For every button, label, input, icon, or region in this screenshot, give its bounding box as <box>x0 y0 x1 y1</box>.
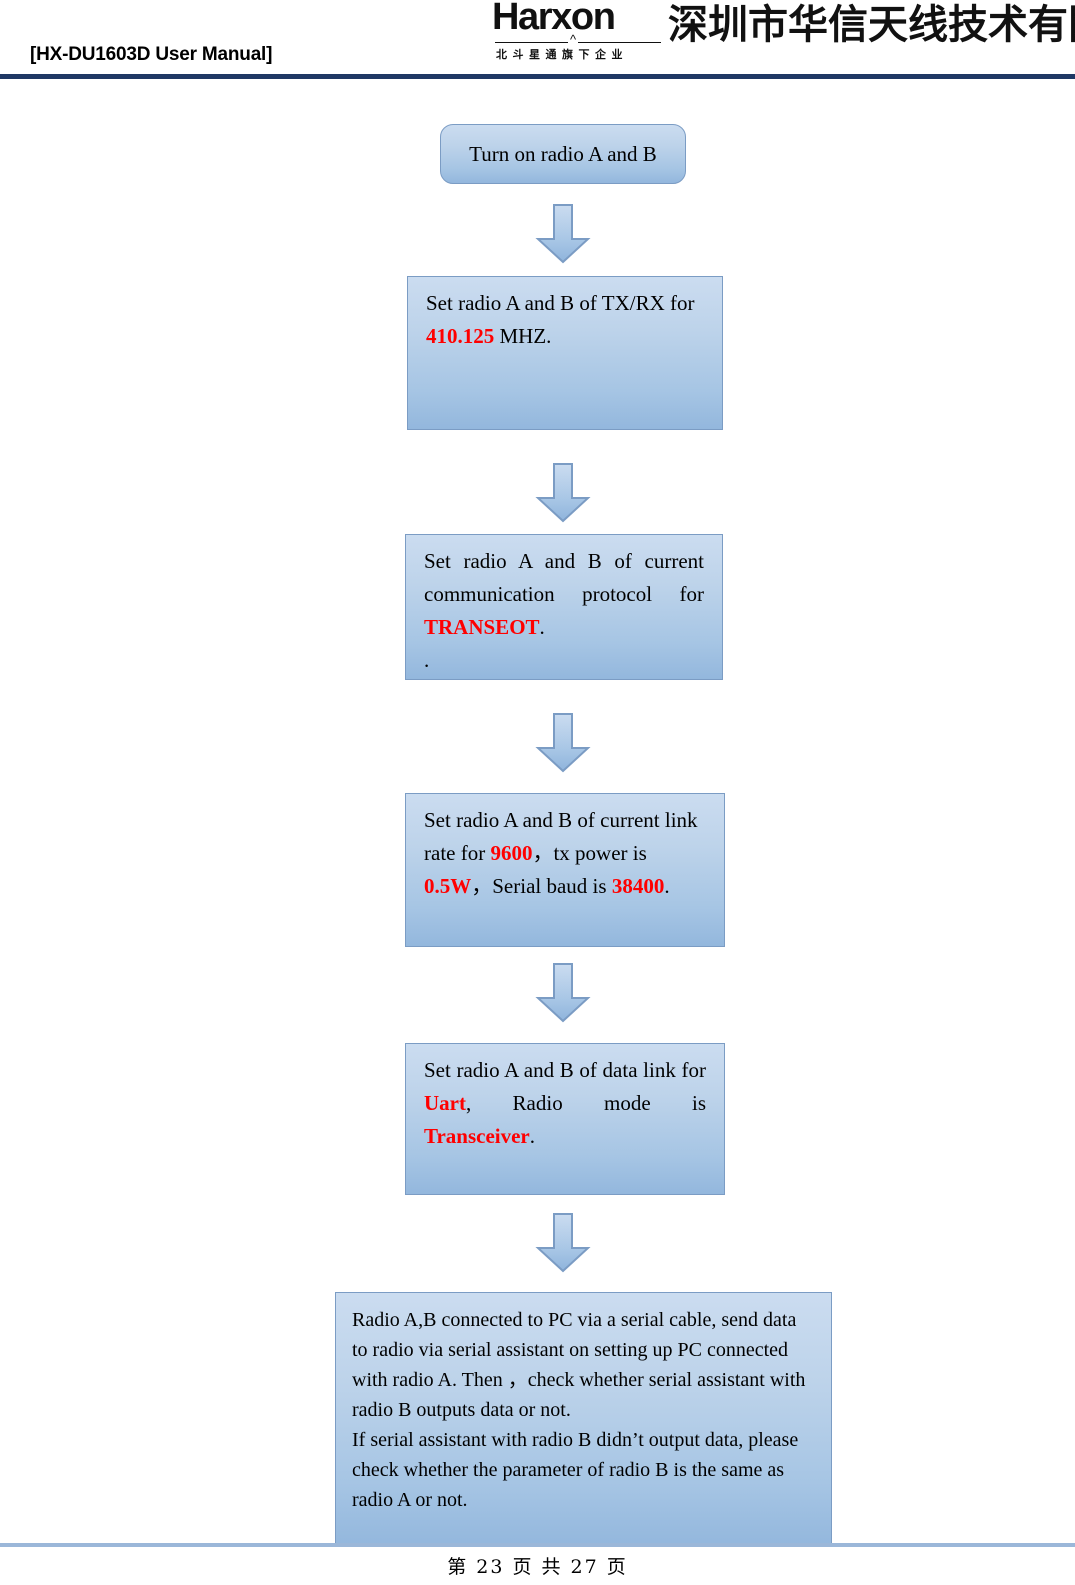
flow-node-line: Turn on radio A and B <box>469 138 657 171</box>
flow-node-text: Turn on radio A and B <box>451 138 675 171</box>
flow-node-text: Set radio A and B of TX/RX for 410.125 M… <box>408 277 722 353</box>
footer-rule-line <box>0 1543 1075 1547</box>
plain-text: Radio A,B connected to PC via a serial c… <box>352 1309 806 1421</box>
flow-node-line: Set radio A and B of data link for Uart,… <box>424 1054 706 1153</box>
plain-text: If serial assistant with radio B didn’t … <box>352 1429 799 1511</box>
highlighted-value: 410.125 <box>426 324 495 348</box>
highlighted-value: 9600 <box>490 841 533 865</box>
flow-node-text: Set radio A and B of current link rate f… <box>406 794 724 903</box>
plain-text: Turn on radio A and B <box>469 141 657 166</box>
flow-node-set-communication-protocol: Set radio A and B of current communicati… <box>405 534 723 680</box>
plain-text: MHZ. <box>494 324 552 348</box>
plain-text: . <box>539 615 545 639</box>
highlighted-value: 38400 <box>611 874 665 898</box>
plain-text: , Radio mode is <box>465 1091 706 1115</box>
header-rule-line <box>0 74 1075 79</box>
logo-wordmark: Harxon <box>492 0 616 38</box>
plain-text: Set radio A and B of current link rate f… <box>424 808 698 865</box>
flow-node-line: If serial assistant with radio B didn’t … <box>352 1425 815 1515</box>
plain-text: ，Serial baud is <box>471 874 612 898</box>
flow-node-text: Set radio A and B of data link for Uart,… <box>406 1044 724 1153</box>
logo-caret-icon: ^ <box>568 32 579 47</box>
flow-node-turn-on-radio: Turn on radio A and B <box>440 124 686 184</box>
flow-node-set-link-rate-power-baud: Set radio A and B of current link rate f… <box>405 793 725 947</box>
flow-arrow-1 <box>533 203 593 265</box>
plain-text: . <box>424 648 430 672</box>
flow-node-line: Radio A,B connected to PC via a serial c… <box>352 1305 815 1425</box>
plain-text: Set radio A and B of TX/RX for <box>426 291 695 315</box>
plain-text: ，tx power is <box>532 841 647 865</box>
highlighted-value: TRANSEOT <box>424 615 540 639</box>
flow-node-line: . <box>424 644 704 677</box>
document-header-title: [HX-DU1603D User Manual] <box>30 44 273 65</box>
flow-node-line: Set radio A and B of current link rate f… <box>424 804 706 903</box>
flow-arrow-5 <box>533 1212 593 1274</box>
flow-node-text: Set radio A and B of current communicati… <box>406 535 722 677</box>
flow-arrow-4 <box>533 962 593 1024</box>
highlighted-value: Transceiver <box>424 1124 530 1148</box>
logo-subtitle: 北斗星通旗下企业 <box>496 49 628 61</box>
highlighted-value: Uart <box>424 1091 466 1115</box>
flow-node-set-data-link-radio-mode: Set radio A and B of data link for Uart,… <box>405 1043 725 1195</box>
plain-text: . <box>529 1124 535 1148</box>
flow-arrow-3 <box>533 712 593 774</box>
flow-node-line: Set radio A and B of current communicati… <box>424 545 704 644</box>
flow-node-text: Radio A,B connected to PC via a serial c… <box>336 1293 831 1515</box>
harxon-logo: Harxon ^ 北斗星通旗下企业 <box>492 0 672 68</box>
flow-node-line: Set radio A and B of TX/RX for 410.125 M… <box>426 287 704 353</box>
flow-node-verify-serial-output: Radio A,B connected to PC via a serial c… <box>335 1292 832 1547</box>
company-name-chinese: 深圳市华信天线技术有限公司 <box>668 2 1075 48</box>
flow-arrow-2 <box>533 462 593 524</box>
plain-text: Set radio A and B of data link for <box>424 1058 706 1082</box>
highlighted-value: 0.5W <box>424 874 472 898</box>
plain-text: Set radio A and B of current communicati… <box>424 549 704 606</box>
plain-text: . <box>664 874 670 898</box>
page-header: [HX-DU1603D User Manual] Harxon ^ 北斗星通旗下… <box>0 0 1075 80</box>
flow-node-set-tx-rx-frequency: Set radio A and B of TX/RX for 410.125 M… <box>407 276 723 430</box>
page-number-footer: 第 23 页 共 27 页 <box>447 1556 628 1578</box>
